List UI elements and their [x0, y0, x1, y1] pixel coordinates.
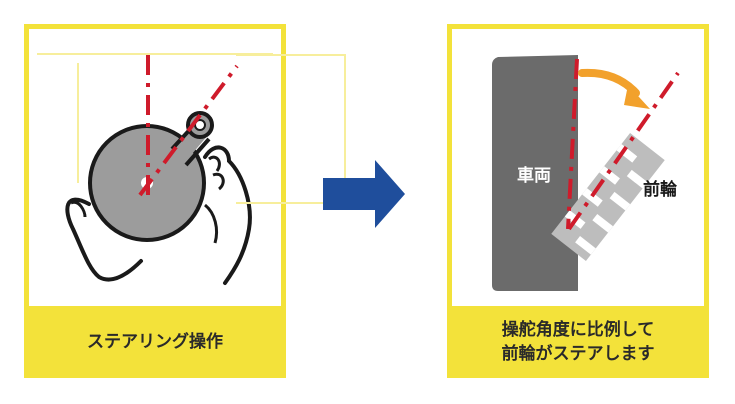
front-wheel-steer-panel: 車両 前輪 操舵角度に比例して 前輪がステアします: [447, 24, 709, 378]
front-wheel-shape: [551, 133, 665, 261]
steering-operation-panel: ステアリング操作: [24, 24, 286, 378]
steering-wheel-hands-icon: [37, 53, 273, 285]
vehicle-front-wheel-icon: 車両 前輪: [492, 55, 680, 291]
vehicle-label: 車両: [517, 165, 551, 186]
front-wheel-steer-caption: 操舵角度に比例して 前輪がステアします: [501, 320, 655, 364]
vehicle-illustration-area: 車両 前輪: [452, 29, 704, 306]
steering-operation-caption: ステアリング操作: [87, 332, 223, 352]
steering-illustration-area: [29, 29, 281, 306]
front-wheel-label: 前輪: [643, 179, 678, 200]
